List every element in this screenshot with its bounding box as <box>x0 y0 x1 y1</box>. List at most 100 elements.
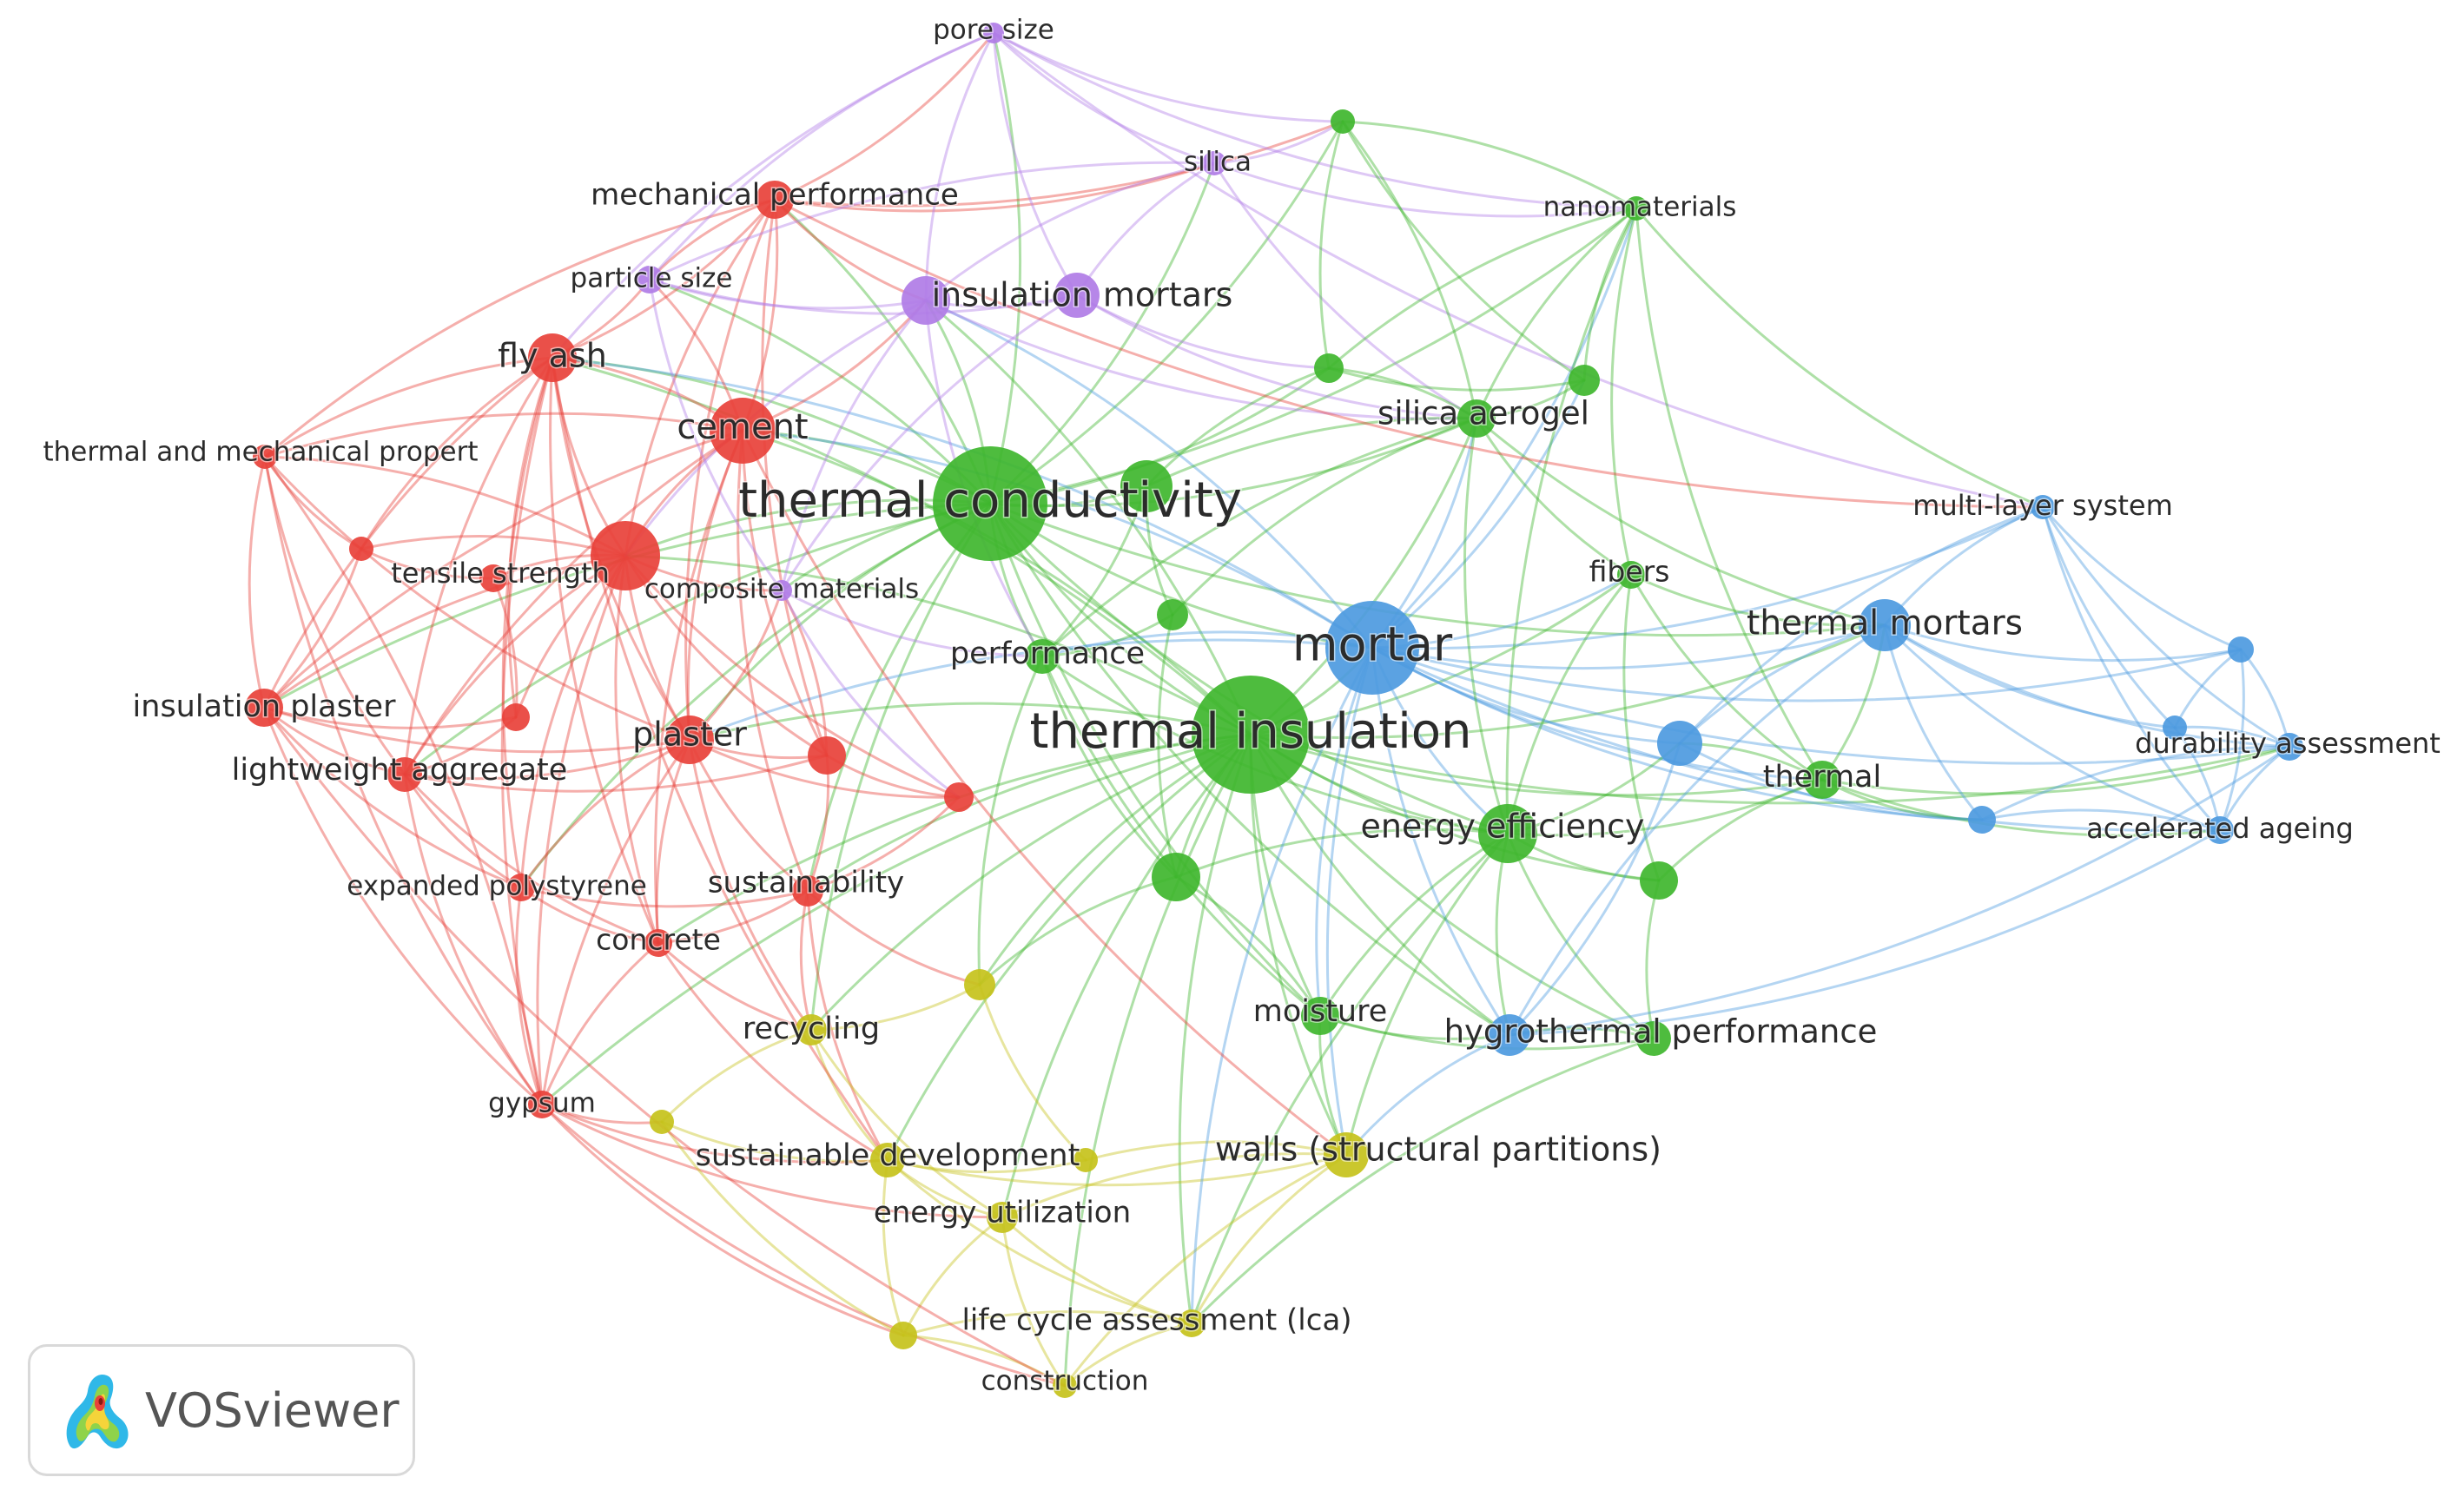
node-multi-layer-system[interactable] <box>2031 495 2055 519</box>
label-hygrothermal-performance: hygrothermal performance <box>1444 1013 1878 1051</box>
node-moisture[interactable] <box>1301 997 1339 1035</box>
node-concrete[interactable] <box>644 929 672 957</box>
node-pore-size[interactable] <box>983 23 1004 43</box>
link-thermal-mortars-blue-node-1 <box>1678 623 1886 745</box>
link-thermal-insulation-green-node-7 <box>1249 733 1661 882</box>
link-life-cycle-assessment-construction <box>1063 1322 1193 1388</box>
link-thermal-and-mechanical-properties-insulation-plaster <box>248 455 267 709</box>
link-thermal-insulation-walls-structural-partitions <box>1249 733 1348 1157</box>
node-particle-size[interactable] <box>636 266 664 293</box>
node-green-node-5[interactable] <box>1157 599 1188 630</box>
label-energy-utilization: energy utilization <box>874 1196 1131 1230</box>
link-silica-aerogel-green-node-4 <box>1145 417 1478 488</box>
link-thermal-insulation-insulation-mortars <box>924 299 1252 736</box>
link-silica-purple-node-1 <box>1075 162 1216 297</box>
node-blue-node-3[interactable] <box>1968 806 1996 834</box>
label-lightweight-aggregate: lightweight aggregate <box>232 753 568 788</box>
node-green-node-3[interactable] <box>1569 365 1600 396</box>
node-plaster[interactable] <box>665 716 714 764</box>
node-energy-utilization[interactable] <box>987 1202 1018 1233</box>
node-performance[interactable] <box>1025 639 1060 674</box>
node-mechanical-performance[interactable] <box>756 181 794 219</box>
link-pore-size-green-node-1 <box>992 31 1344 123</box>
link-nanomaterials-energy-efficiency <box>1505 207 1638 835</box>
node-yellow-node-2[interactable] <box>650 1110 674 1134</box>
link-sustainable-development-yellow-node-3 <box>882 1158 905 1337</box>
node-red-node-4[interactable] <box>944 782 974 812</box>
link-fly-ash-concrete <box>549 356 660 945</box>
node-thermal-insulation[interactable] <box>1192 676 1310 794</box>
node-green-node-7[interactable] <box>1640 861 1678 900</box>
node-durability-assessment[interactable] <box>2276 733 2303 761</box>
node-composite-materials[interactable] <box>771 580 792 601</box>
node-green-node-1[interactable] <box>1331 109 1355 134</box>
link-fibers-energy-efficiency <box>1506 573 1633 835</box>
link-mortar-durability-assessment <box>1371 646 2291 765</box>
link-yellow-node-2-yellow-node-3 <box>660 1120 905 1337</box>
link-composite-materials-red-node-4 <box>780 589 961 799</box>
link-mortar-thermal <box>1371 646 1824 781</box>
link-sustainability-sustainable-development <box>806 889 889 1162</box>
node-hygrothermal-performance[interactable] <box>1489 1014 1530 1056</box>
node-construction[interactable] <box>1053 1374 1077 1398</box>
link-insulation-mortars-composite-materials <box>780 299 928 592</box>
node-green-node-8[interactable] <box>1636 1021 1671 1056</box>
node-thermal-conductivity[interactable] <box>933 446 1047 561</box>
node-lightweight-aggregate[interactable] <box>387 757 422 792</box>
node-fly-ash[interactable] <box>528 333 577 382</box>
node-accelerated-ageing[interactable] <box>2206 816 2234 844</box>
node-cement[interactable] <box>710 398 776 464</box>
link-recycling-yellow-node-2 <box>660 1028 813 1124</box>
node-insulation-plaster[interactable] <box>245 689 283 727</box>
node-green-node-6[interactable] <box>1152 853 1200 901</box>
node-insulation-mortars[interactable] <box>902 276 950 325</box>
node-sustainability[interactable] <box>792 875 823 907</box>
node-expanded-polystyrene[interactable] <box>507 874 535 901</box>
link-tensile-strength-gypsum <box>536 554 627 1106</box>
node-walls-structural-partitions[interactable] <box>1324 1132 1369 1177</box>
node-recycling[interactable] <box>796 1014 827 1045</box>
link-mortar-thermal-mortars <box>1371 623 1886 670</box>
link-mechanical-performance-tensile-strength <box>624 198 776 557</box>
node-thermal-and-mechanical-properties[interactable] <box>253 445 277 469</box>
link-thermal-durability-assessment <box>1820 745 2291 795</box>
node-red-node-1[interactable] <box>349 537 373 561</box>
node-silica-aerogel[interactable] <box>1457 399 1496 438</box>
node-thermal[interactable] <box>1803 761 1841 799</box>
node-thermal-mortars[interactable] <box>1859 599 1911 651</box>
node-blue-node-1[interactable] <box>1657 721 1702 766</box>
link-lightweight-aggregate-plaster <box>403 738 691 781</box>
node-yellow-node-3[interactable] <box>889 1322 917 1349</box>
node-mortar[interactable] <box>1325 601 1419 695</box>
node-green-node-4[interactable] <box>1120 460 1173 512</box>
node-nanomaterials[interactable] <box>1624 196 1648 221</box>
link-concrete-sustainable-development <box>657 941 889 1162</box>
node-gypsum[interactable] <box>528 1091 556 1118</box>
link-expanded-polystyrene-concrete <box>519 886 660 945</box>
node-energy-efficiency[interactable] <box>1478 804 1537 863</box>
label-insulation-mortars: insulation mortars <box>932 276 1233 314</box>
node-tensile-strength[interactable] <box>591 521 660 590</box>
link-energy-efficiency-green-node-8 <box>1506 832 1655 1040</box>
node-silica[interactable] <box>1202 151 1226 175</box>
node-yellow-node-1[interactable] <box>964 969 995 1000</box>
link-recycling-energy-utilization <box>809 1028 1004 1219</box>
node-red-node-5[interactable] <box>479 564 507 592</box>
link-gypsum-construction <box>540 1103 1067 1388</box>
link-fly-ash-sustainable-development <box>551 356 889 1162</box>
link-silica-aerogel-green-node-5 <box>1171 417 1478 617</box>
node-fibers[interactable] <box>1617 561 1645 589</box>
node-life-cycle-assessment[interactable] <box>1178 1309 1206 1337</box>
link-multi-layer-system-blue-node-1 <box>1678 505 2045 745</box>
node-red-node-3[interactable] <box>808 736 846 775</box>
node-red-node-2[interactable] <box>502 703 530 731</box>
link-silica-aerogel-thermal-mortars <box>1475 417 1886 627</box>
link-thermal-mortars-blue-node-2 <box>1883 623 2243 663</box>
node-purple-node-1[interactable] <box>1054 273 1100 318</box>
node-yellow-node-4[interactable] <box>1073 1148 1098 1172</box>
node-blue-node-4[interactable] <box>2163 716 2187 740</box>
node-sustainable-development[interactable] <box>870 1143 905 1177</box>
node-blue-node-2[interactable] <box>2228 636 2254 663</box>
node-green-node-2[interactable] <box>1314 353 1344 383</box>
link-pore-size-insulation-mortars <box>924 31 995 302</box>
